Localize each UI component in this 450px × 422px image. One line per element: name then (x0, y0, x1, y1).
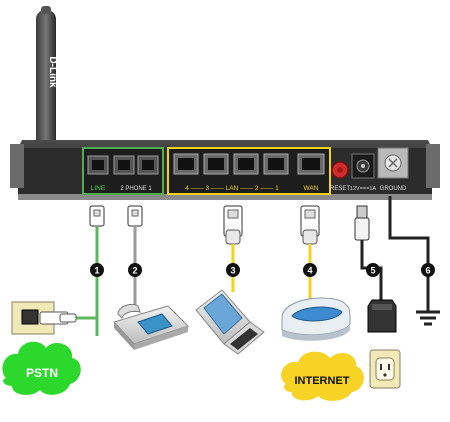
wan-port[interactable] (297, 153, 325, 175)
lan-port-1[interactable] (263, 153, 289, 175)
lan-port-2[interactable] (233, 153, 259, 175)
phone-port-2[interactable] (113, 155, 135, 175)
svg-text:4: 4 (307, 266, 312, 276)
svg-text:2: 2 (132, 266, 137, 276)
callout-1: 1 (90, 263, 104, 277)
callout-5: 5 (366, 263, 380, 277)
telephone-icon (113, 303, 189, 350)
brand-logo: D-Link (47, 56, 58, 88)
wall-phone-jack-icon (11, 301, 77, 335)
line-label: LINE (91, 185, 106, 192)
antenna: D-Link (36, 6, 58, 160)
router-back-panel: LINE 2 PHONE 1 4 —— 3 —— LAN —— 2 —— 1 W… (10, 140, 440, 200)
ground-terminal[interactable] (377, 147, 409, 179)
pstn-cloud: PSTN (2, 341, 81, 395)
laptop-icon (195, 289, 265, 355)
callout-4: 4 (303, 263, 317, 277)
rj45-plug-wan (300, 205, 320, 245)
ground-label: GROUND (380, 186, 407, 192)
rj45-plug-lan (223, 205, 243, 245)
internet-label: INTERNET (295, 375, 350, 387)
phone-port-1[interactable] (137, 155, 159, 175)
phone-label: 2 PHONE 1 (120, 186, 152, 192)
wall-outlet-icon (369, 349, 401, 389)
power-jack[interactable] (351, 153, 375, 179)
lan-port-4[interactable] (173, 153, 199, 175)
svg-text:5: 5 (370, 266, 375, 276)
line-port[interactable] (87, 155, 109, 175)
callout-3: 3 (226, 263, 240, 277)
reset-button[interactable] (331, 161, 349, 179)
svg-text:6: 6 (425, 266, 430, 276)
rj11-plug-line (89, 205, 105, 227)
ground-symbol-icon (416, 310, 440, 326)
callout-2: 2 (128, 263, 142, 277)
rj11-plug-phone (127, 205, 143, 227)
svg-text:3: 3 (230, 266, 235, 276)
callout-6: 6 (421, 263, 435, 277)
internet-cloud: INTERNET (281, 351, 364, 401)
lan-port-3[interactable] (203, 153, 229, 175)
ac-adapter-icon (367, 299, 397, 333)
power-plug (354, 205, 370, 241)
wan-label: WAN (304, 185, 319, 192)
lan-label: 4 —— 3 —— LAN —— 2 —— 1 (185, 185, 279, 192)
svg-text:1: 1 (94, 266, 99, 276)
modem-icon (281, 297, 351, 341)
power-label: 12V===1A (350, 186, 376, 192)
pstn-label: PSTN (26, 366, 58, 380)
reset-label: RESET (330, 186, 350, 192)
